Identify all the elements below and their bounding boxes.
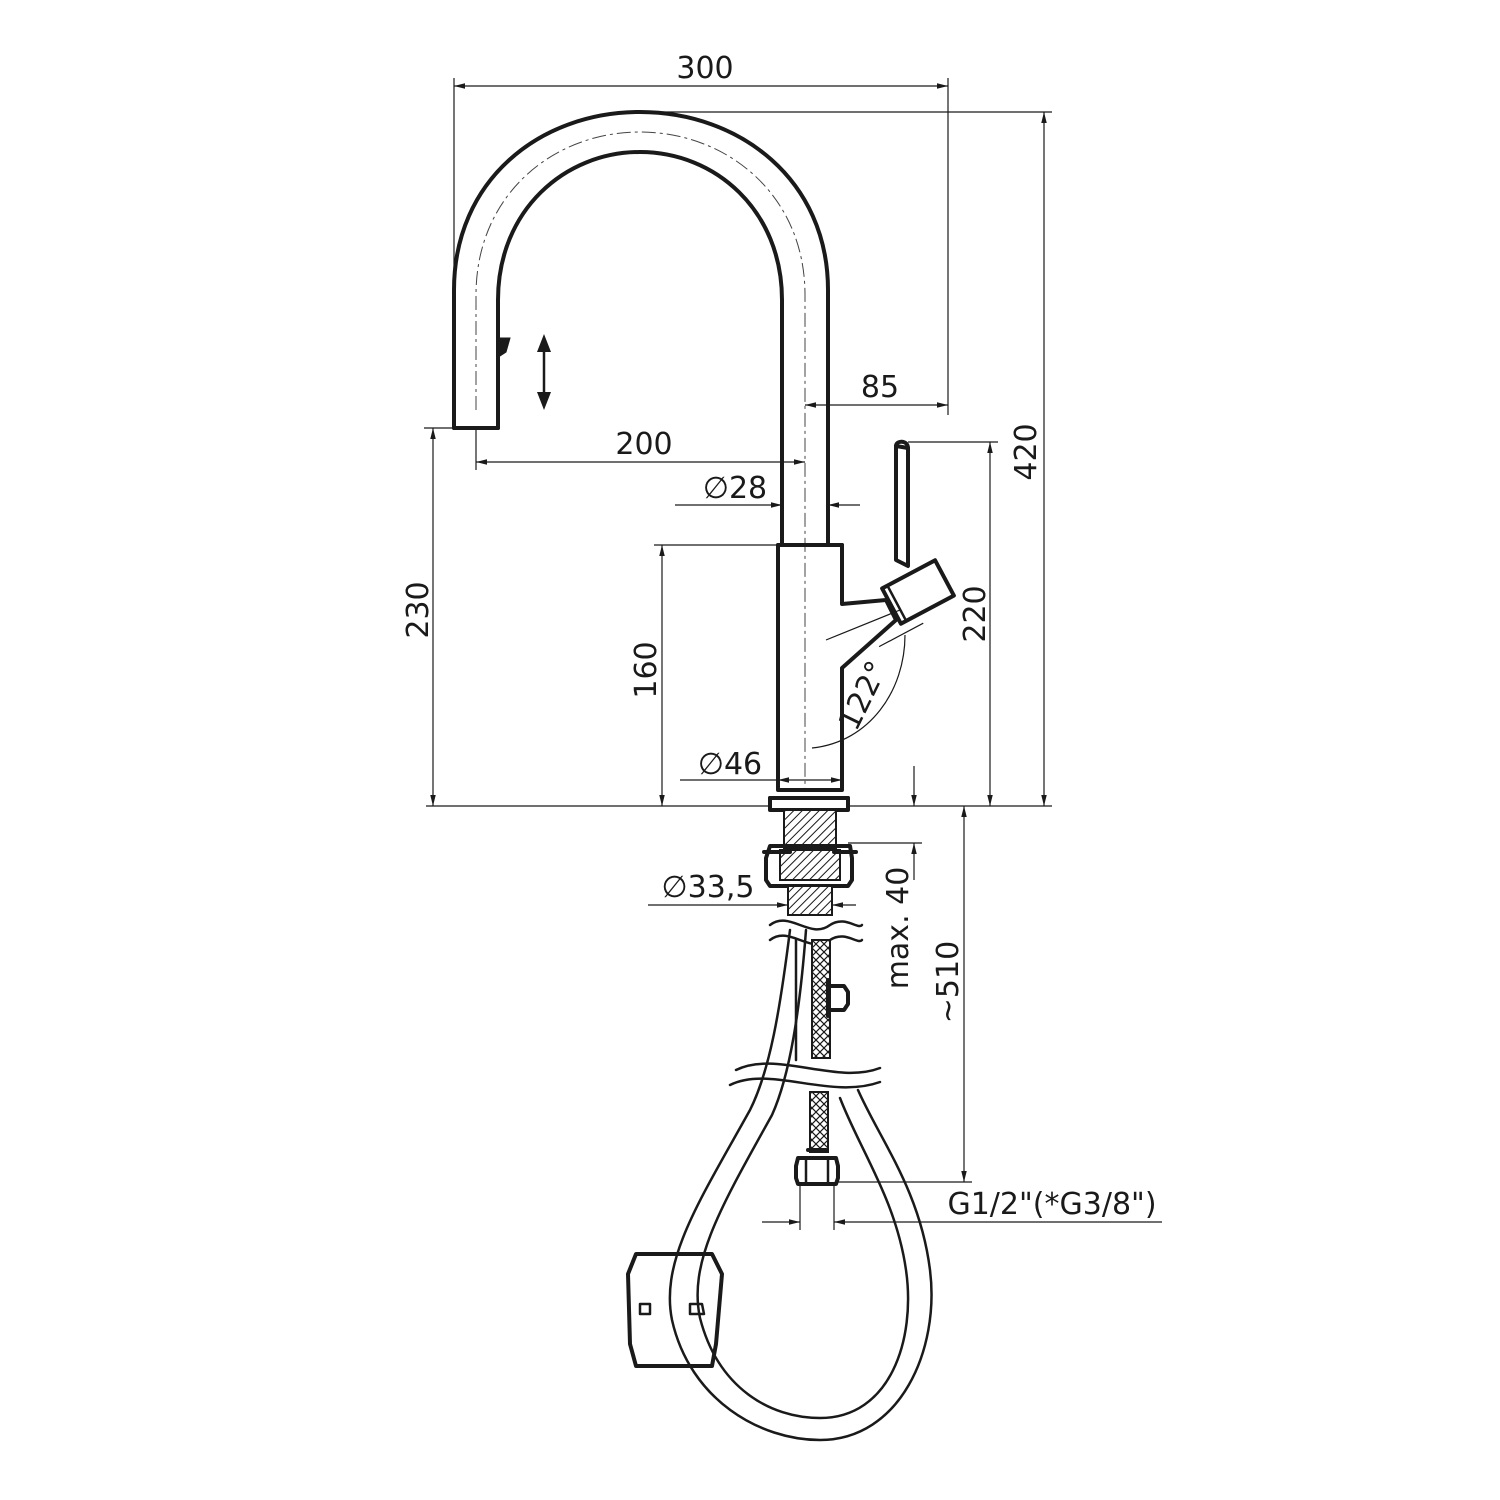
threaded-shank bbox=[783, 809, 837, 849]
break-line-2 bbox=[728, 1077, 882, 1089]
dim-lever-height: 220 bbox=[958, 585, 993, 642]
angle-arc bbox=[811, 634, 906, 749]
shank-lower bbox=[787, 885, 833, 916]
dim-shank-diameter: ∅33,5 bbox=[662, 870, 755, 905]
dim-connection-thread: G1/2"(*G3/8") bbox=[947, 1187, 1156, 1222]
connection-nut bbox=[794, 1156, 840, 1186]
body bbox=[776, 543, 898, 792]
dim-spout-height: 420 bbox=[1009, 423, 1044, 480]
dim-overall-width: 300 bbox=[676, 51, 733, 86]
spout-inner bbox=[496, 150, 784, 547]
dim-spout-diameter: ∅28 bbox=[703, 471, 767, 506]
break-line-1b bbox=[768, 919, 864, 931]
hose-weight bbox=[626, 1252, 724, 1368]
faucet-outline bbox=[452, 110, 956, 1442]
pullout-hose-inner bbox=[696, 928, 910, 1420]
dim-lever-offset: 85 bbox=[861, 370, 899, 405]
pullout-hose-outer bbox=[668, 928, 933, 1442]
dim-spout-reach: 200 bbox=[615, 427, 672, 462]
dim-outlet-height: 230 bbox=[401, 581, 436, 638]
double-arrow-icon bbox=[537, 334, 551, 410]
lever-cartridge bbox=[878, 558, 956, 648]
break-line-2b bbox=[734, 1062, 882, 1075]
dim-body-diameter: ∅46 bbox=[698, 747, 762, 782]
spray-button bbox=[499, 337, 511, 357]
dim-max-deck: max. 40 bbox=[881, 867, 916, 990]
lever-handle bbox=[894, 444, 910, 568]
dimension-lines: 300 420 230 200 85 ∅28 220 160 122 bbox=[401, 51, 1162, 1230]
spout-outer bbox=[452, 110, 830, 547]
dim-hose-length: ~510 bbox=[931, 941, 966, 1023]
dim-body-height: 160 bbox=[629, 641, 664, 698]
spout-centerline bbox=[475, 131, 806, 790]
